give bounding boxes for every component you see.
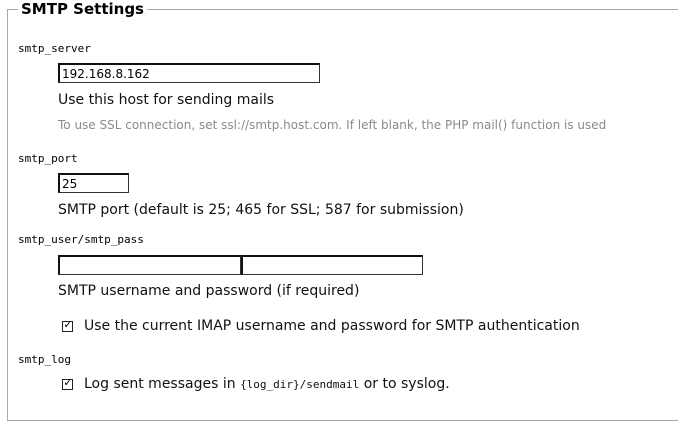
smtp-port-key: smtp_port — [18, 152, 78, 165]
smtp-log-checkbox-label: Log sent messages in {log_dir}/sendmail … — [84, 376, 450, 393]
smtp-log-checkbox-row: ✓ Log sent messages in {log_dir}/sendmai… — [62, 376, 450, 393]
smtp-auth-checkbox[interactable]: ✓ — [62, 318, 73, 332]
smtp-settings-fieldset: SMTP Settings — [7, 0, 678, 421]
smtp-log-key: smtp_log — [18, 353, 71, 366]
section-title: SMTP Settings — [18, 0, 147, 18]
smtp-log-label-after: or to syslog. — [359, 376, 450, 392]
log-dir-path: {log_dir}/sendmail — [240, 378, 360, 391]
smtp-server-input[interactable] — [58, 63, 320, 83]
smtp-port-input[interactable] — [58, 173, 129, 193]
smtp-pass-input[interactable] — [241, 255, 423, 275]
check-icon: ✓ — [63, 376, 73, 389]
smtp-auth-checkbox-label: Use the current IMAP username and passwo… — [84, 318, 580, 334]
smtp-log-label-before: Log sent messages in — [84, 376, 241, 392]
smtp-log-checkbox[interactable]: ✓ — [62, 376, 73, 390]
smtp-user-pass-key: smtp_user/smtp_pass — [18, 233, 144, 246]
smtp-user-pass-description: SMTP username and password (if required) — [58, 283, 360, 299]
smtp-server-key: smtp_server — [18, 42, 91, 55]
check-icon: ✓ — [63, 318, 73, 331]
smtp-port-description: SMTP port (default is 25; 465 for SSL; 5… — [58, 202, 464, 218]
smtp-server-description: Use this host for sending mails — [58, 92, 275, 108]
smtp-auth-checkbox-row: ✓ Use the current IMAP username and pass… — [62, 318, 580, 335]
smtp-user-input[interactable] — [58, 255, 241, 275]
smtp-server-hint: To use SSL connection, set ssl://smtp.ho… — [58, 118, 607, 132]
